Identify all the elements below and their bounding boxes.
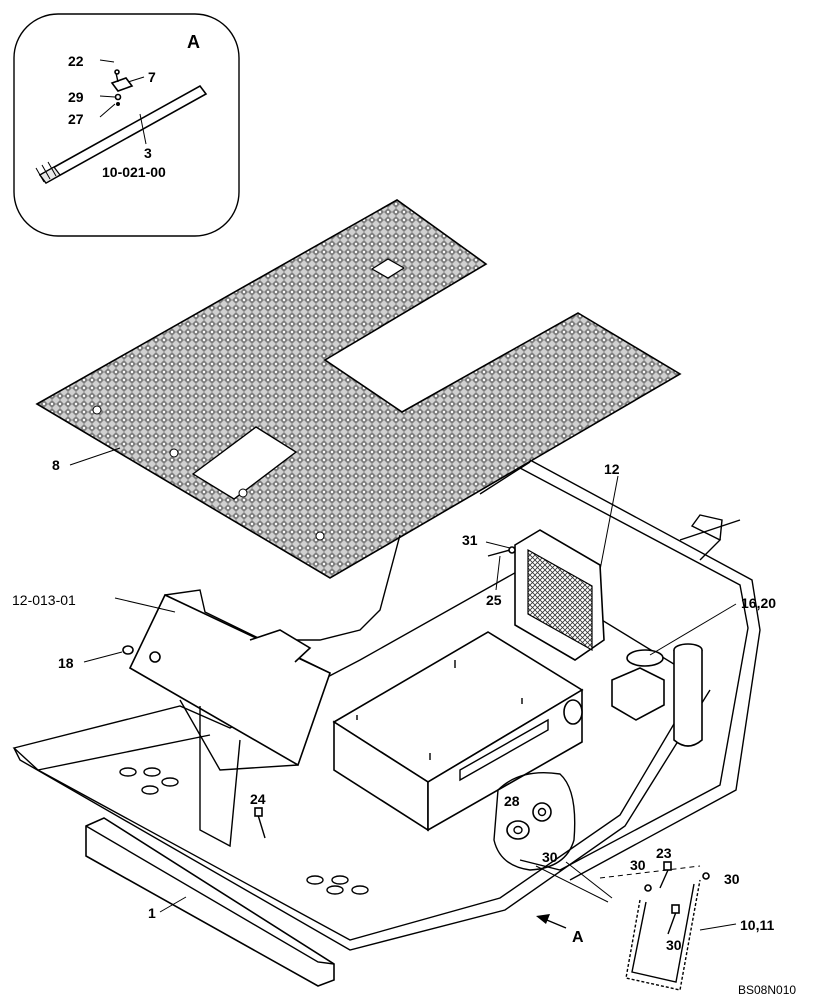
bolt-23 bbox=[659, 861, 680, 935]
bolt-31 bbox=[487, 546, 516, 557]
callout-31: 31 bbox=[462, 532, 478, 548]
leader-12 bbox=[599, 475, 619, 571]
callout-30-b: 30 bbox=[630, 857, 646, 873]
mat-cutout-large bbox=[191, 426, 298, 500]
callout-24: 24 bbox=[250, 791, 266, 807]
callout-27: 27 bbox=[68, 111, 84, 127]
leader-25 bbox=[495, 555, 501, 591]
grille-panel bbox=[514, 529, 605, 661]
floor-mat bbox=[35, 199, 682, 579]
fastener-bubble bbox=[493, 772, 613, 903]
callout-30-d: 30 bbox=[666, 937, 682, 953]
washer-30 bbox=[532, 802, 552, 822]
view-a-label: A bbox=[572, 929, 584, 946]
callout-28: 28 bbox=[504, 793, 520, 809]
leader-16-20 bbox=[649, 603, 737, 656]
detail-a-label: A bbox=[187, 32, 200, 52]
ref-12-013-01: 12-013-01 bbox=[12, 592, 76, 608]
leader-18 bbox=[83, 651, 123, 663]
callout-7: 7 bbox=[148, 69, 156, 85]
callout-8: 8 bbox=[52, 457, 60, 473]
callout-1: 1 bbox=[148, 905, 156, 921]
mat-cutout-small bbox=[370, 258, 406, 279]
callout-30-c: 30 bbox=[724, 871, 740, 887]
detail-a-panel: A 22 7 29 27 3 10-021-00 bbox=[13, 13, 240, 237]
nut-28 bbox=[506, 820, 530, 840]
leader-31 bbox=[485, 541, 511, 549]
callout-18: 18 bbox=[58, 655, 74, 671]
leader-10-11 bbox=[699, 923, 737, 931]
callout-12: 12 bbox=[604, 461, 620, 477]
leader-8 bbox=[69, 447, 121, 466]
callout-29: 29 bbox=[68, 89, 84, 105]
rod-part bbox=[35, 84, 208, 185]
grommet-18 bbox=[122, 645, 134, 655]
detail-a-leaders bbox=[99, 59, 147, 145]
console-part bbox=[128, 589, 331, 848]
drawing-code: BS08N010 bbox=[738, 983, 796, 997]
callout-30-a: 30 bbox=[542, 849, 558, 865]
cup-holder bbox=[611, 649, 665, 721]
callout-23: 23 bbox=[656, 845, 672, 861]
view-a-arrow bbox=[536, 914, 567, 929]
seat-belt-part bbox=[599, 865, 701, 991]
clip-bracket bbox=[110, 69, 134, 106]
callout-10-11: 10,11 bbox=[740, 917, 774, 933]
detail-a-frame bbox=[13, 13, 240, 237]
bottle bbox=[673, 643, 703, 747]
callout-16-20: 16,20 bbox=[741, 595, 776, 611]
callout-22: 22 bbox=[68, 53, 84, 69]
leader-1 bbox=[159, 896, 187, 913]
callout-25: 25 bbox=[486, 592, 502, 608]
bolt-24 bbox=[254, 807, 266, 839]
leader-12-013-01 bbox=[114, 597, 176, 613]
callout-3: 3 bbox=[144, 145, 152, 161]
ref-10-021-00: 10-021-00 bbox=[102, 164, 166, 180]
battery-box bbox=[332, 631, 584, 832]
front-rail bbox=[85, 817, 335, 987]
